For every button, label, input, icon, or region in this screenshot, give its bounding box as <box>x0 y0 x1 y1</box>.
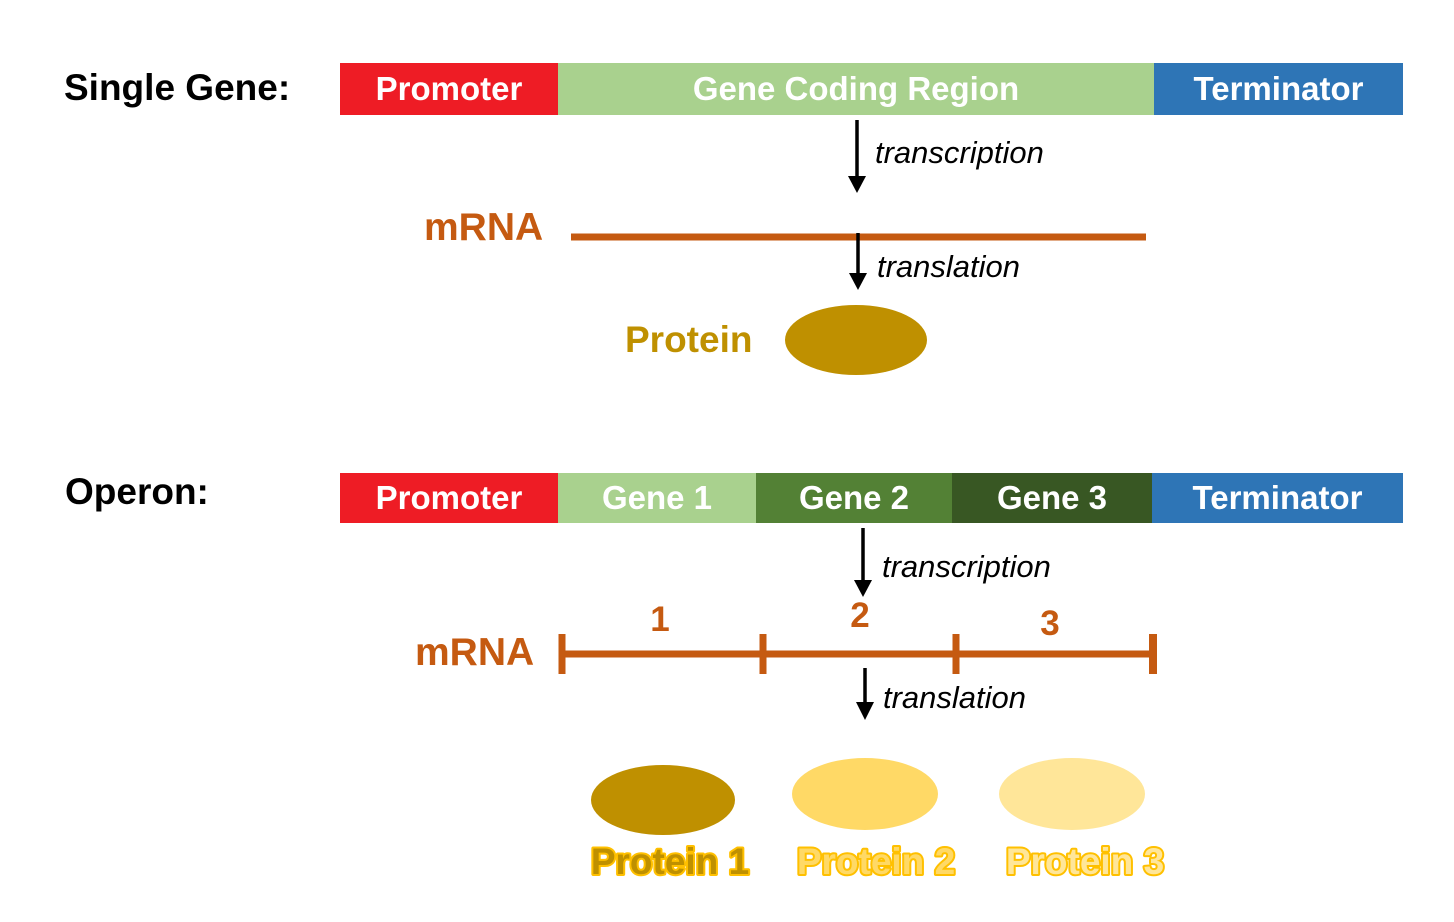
operon-gene3-segment: Gene 3 <box>952 473 1152 523</box>
single-gene-dna-bar: Promoter Gene Coding Region Terminator <box>340 63 1403 115</box>
operon-promoter-segment: Promoter <box>340 473 558 523</box>
operon-mrna-segment-number-2: 2 <box>850 596 870 635</box>
single-terminator-segment: Terminator <box>1154 63 1403 115</box>
operon-gene1-segment: Gene 1 <box>558 473 756 523</box>
protein-1-ellipse <box>591 765 735 835</box>
operon-mrna-line <box>558 634 1157 674</box>
protein-2-ellipse <box>792 758 938 830</box>
single-gene-coding-region-segment: Gene Coding Region <box>558 63 1154 115</box>
protein-1-label: Protein 1 <box>591 841 749 882</box>
operon-transcription-arrow-icon <box>854 528 872 597</box>
single-translation-label: translation <box>877 249 1021 284</box>
single-gene-section-label: Single Gene: <box>64 67 291 108</box>
operon-section-label: Operon: <box>65 471 209 512</box>
operon-transcription-label: transcription <box>882 549 1051 584</box>
operon-translation-arrow-icon <box>856 668 874 720</box>
single-transcription-arrow-icon <box>848 120 866 193</box>
single-protein-ellipse <box>785 305 927 375</box>
operon-gene2-segment: Gene 2 <box>756 473 952 523</box>
operon-mrna-segment-number-3: 3 <box>1040 604 1060 643</box>
single-mrna-label: mRNA <box>424 206 544 249</box>
operon-mrna-label: mRNA <box>415 631 535 674</box>
protein-3-label: Protein 3 <box>1006 841 1164 882</box>
single-protein-label: Protein <box>625 319 753 360</box>
single-translation-arrow-icon <box>849 233 867 290</box>
operon-mrna-segment-number-1: 1 <box>650 600 670 639</box>
single-transcription-label: transcription <box>875 135 1044 170</box>
protein-3-ellipse <box>999 758 1145 830</box>
operon-translation-label: translation <box>883 680 1027 715</box>
operon-dna-bar: Promoter Gene 1 Gene 2 Gene 3 Terminator <box>340 473 1403 523</box>
operon-terminator-segment: Terminator <box>1152 473 1403 523</box>
protein-2-label: Protein 2 <box>797 841 955 882</box>
single-promoter-segment: Promoter <box>340 63 558 115</box>
